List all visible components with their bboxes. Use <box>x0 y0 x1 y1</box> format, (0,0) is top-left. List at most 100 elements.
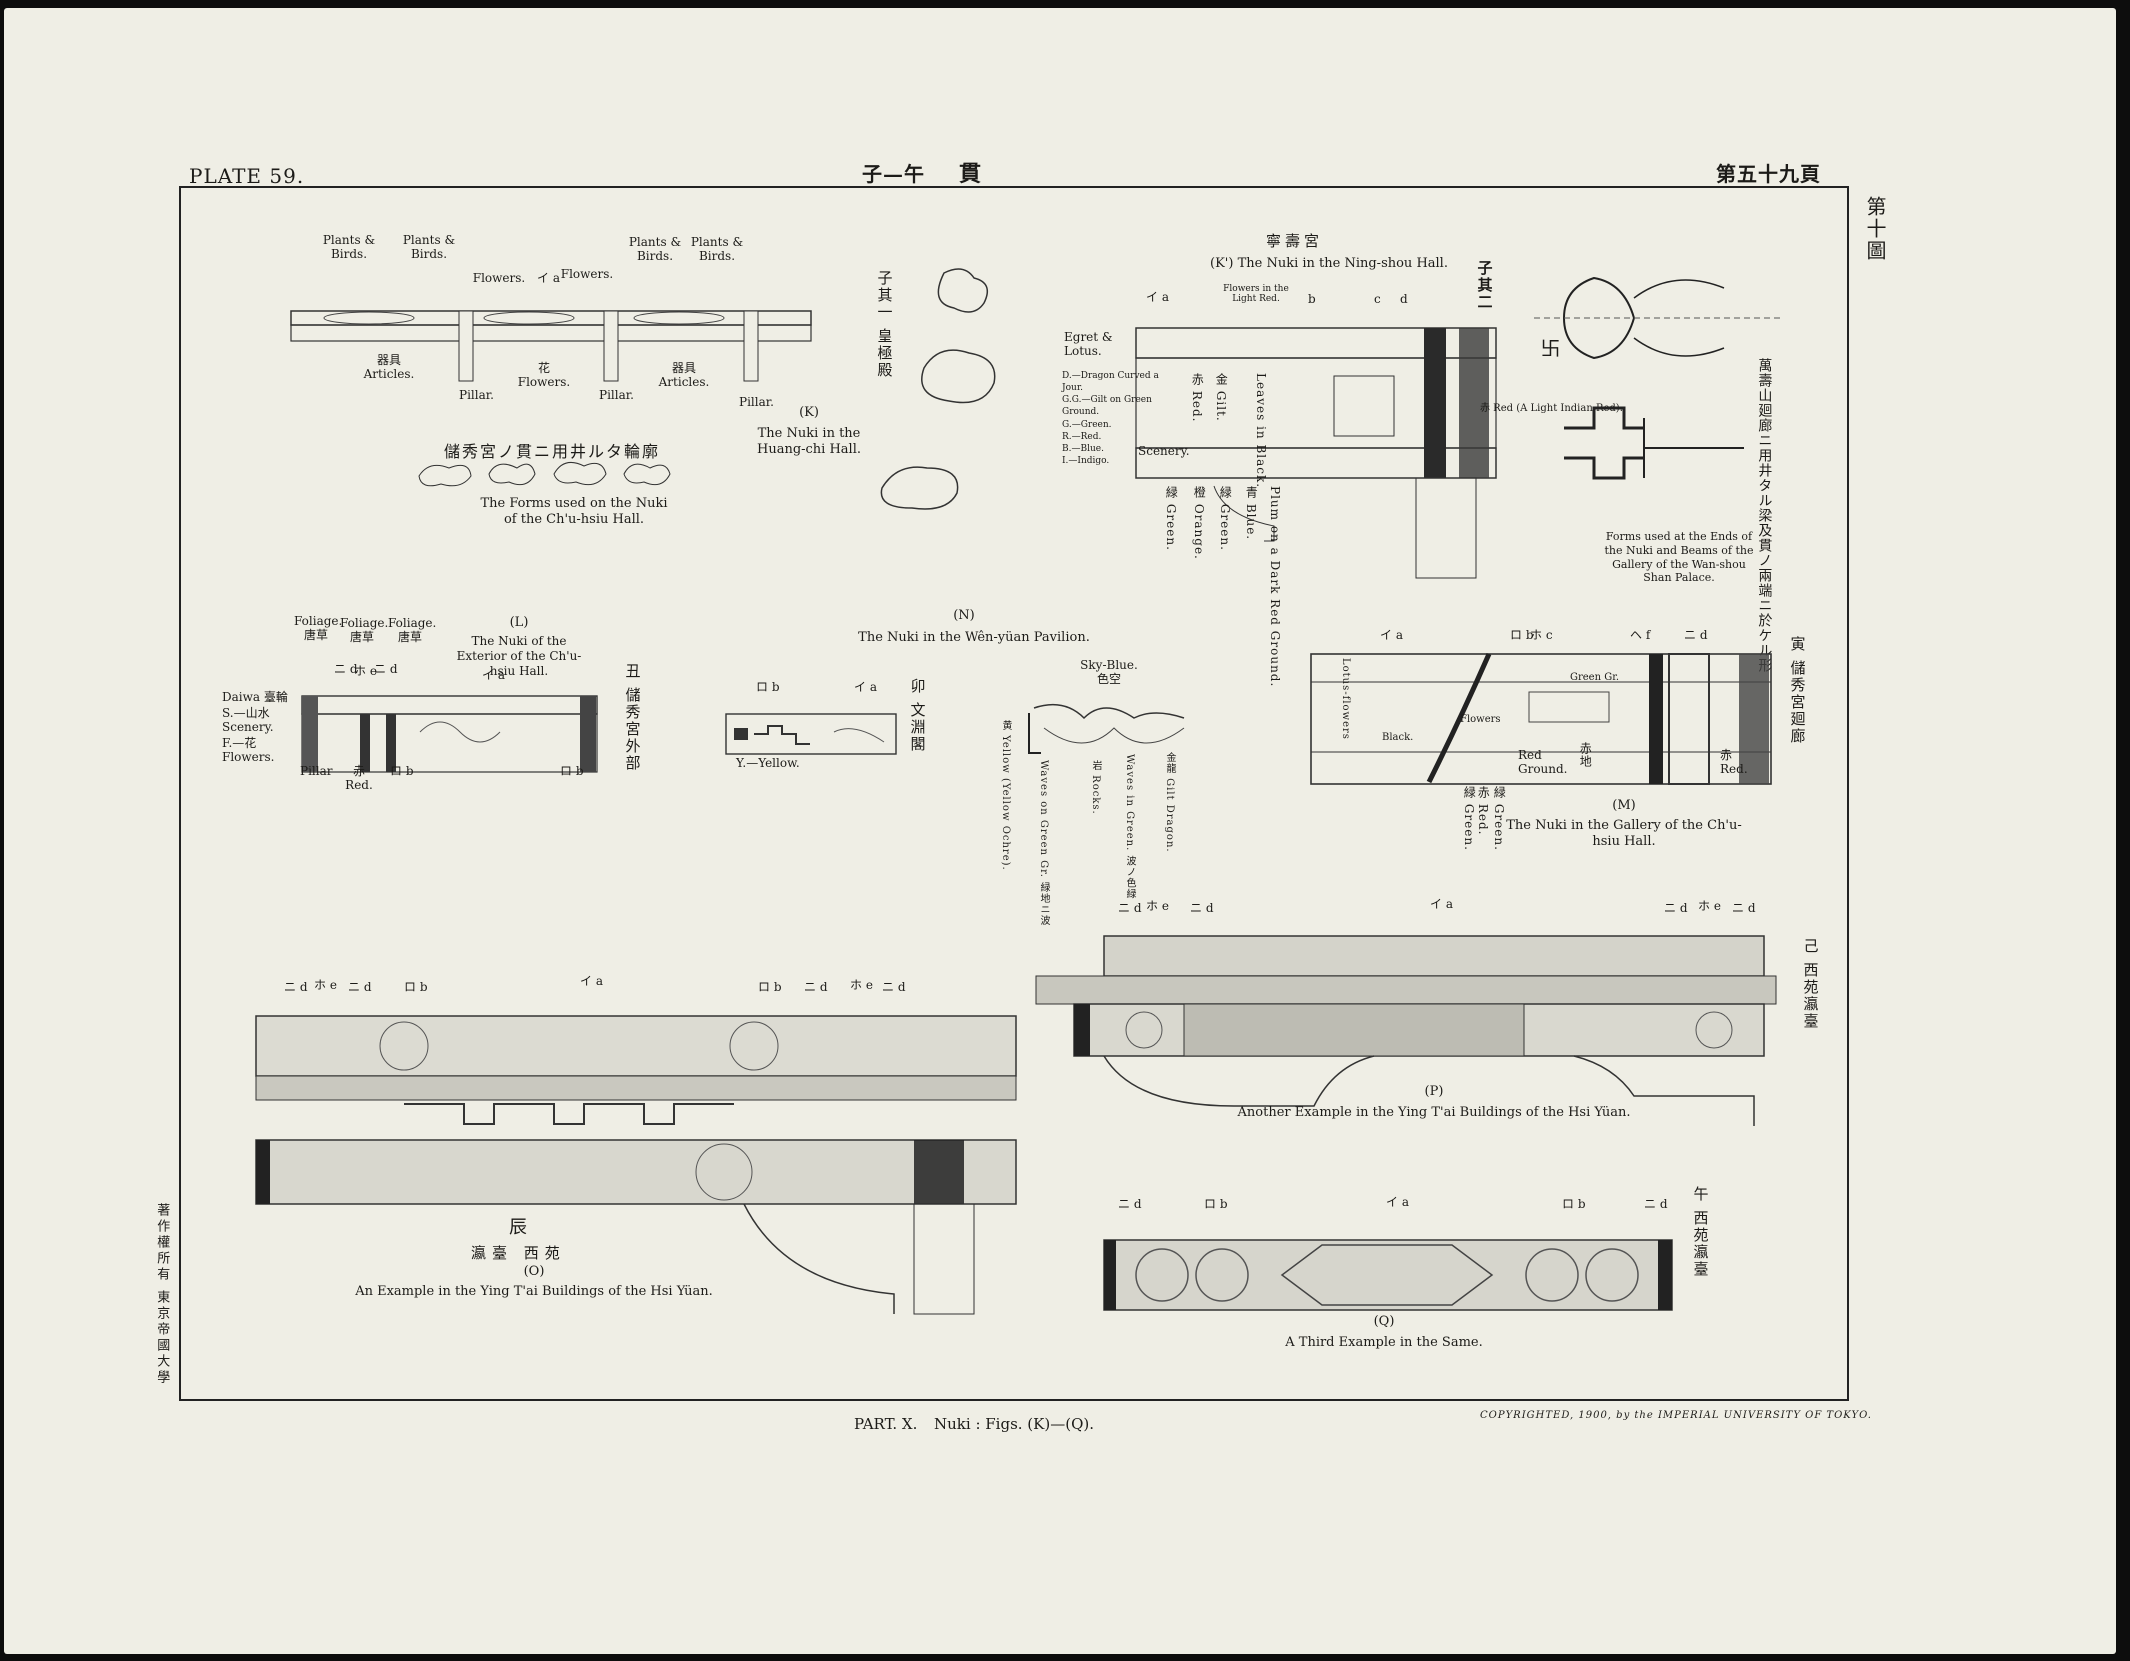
nuki-title-jp: 貫 <box>959 161 983 187</box>
fig-m-lotus: Lotus-flowers <box>1340 658 1351 740</box>
fig-m-beam-drawing <box>1310 652 1772 785</box>
fig-p-beam-drawing <box>1035 935 1777 1126</box>
fig-o-letter: (O) <box>523 1264 545 1279</box>
fig-wanshou-caption: Forms used at the Ends of the Nuki and B… <box>1604 530 1754 585</box>
fig-p-mark-2: ホ e <box>1146 899 1169 913</box>
fig-m-caption: The Nuki in the Gallery of the Ch'u-hsiu… <box>1506 818 1742 850</box>
label-articles-2: 器具 Articles. <box>658 361 710 390</box>
fig-n-mark-b: ロ b <box>756 680 780 694</box>
fig-o-mark-4: ロ b <box>404 980 428 994</box>
fig-p-mark-1: ニ d <box>1118 901 1142 915</box>
fig-p-side-jp: 己 西苑瀛臺 <box>1801 938 1820 1030</box>
fig-k2-blue: 青 Blue. <box>1244 486 1259 541</box>
fig-k2-green-1: 緑 Green. <box>1164 486 1179 551</box>
fig-o-mark-7: ニ d <box>804 980 828 994</box>
fig-k2-mark-a: イ a <box>1146 290 1169 304</box>
fig-m-red: 赤 Red. <box>1476 786 1491 836</box>
fig-m-red-ground: Red Ground. <box>1518 748 1568 777</box>
fig-k2-flowers-note: Flowers in the Light Red. <box>1223 284 1289 304</box>
fig-n-mark-a: イ a <box>854 680 877 694</box>
fig-k2-green-2: 緑 Green. <box>1218 486 1233 551</box>
fig-m-mark-c: ホ c <box>1530 628 1553 642</box>
fig-l-pillar: Pillar <box>300 764 333 778</box>
fig-q-marks: ニ d ロ b イ a ロ b ニ d <box>1104 1193 1684 1233</box>
label-plants-birds-1: Plants & Birds. <box>322 233 376 262</box>
figure-number-jp: 第十圖 <box>1863 196 1887 262</box>
fig-l-mark-a: イ a <box>482 668 505 682</box>
fig-m-mark-f: ヘ f <box>1630 628 1651 642</box>
label-plants-birds-3: Plants & Birds. <box>628 235 682 264</box>
plate-number: PLATE 59. <box>189 164 305 188</box>
fig-p-mark-5: ニ d <box>1664 901 1688 915</box>
fig-n-waves-green: Waves in Green. 波ノ色緑 <box>1124 754 1135 900</box>
forms-caption: The Forms used on the Nuki of the Ch'u-h… <box>480 496 668 528</box>
page-number-jp: 第五十九頁 <box>1716 162 1821 186</box>
plate-sheet: PLATE 59. 貫 子—午 第五十九頁 第十圖 Plants & Birds… <box>4 8 2116 1654</box>
fig-p-marks: ニ d ホ e ニ d イ a ニ d ホ e ニ d <box>1104 893 1784 933</box>
fig-k2-caption: (K') The Nuki in the Ning-shou Hall. <box>1210 256 1448 271</box>
fig-n-gilt-dragon: 金龍 Gilt Dragon. <box>1164 752 1175 853</box>
fig-n-beam-drawing <box>725 713 897 755</box>
fig-m-mark-a: イ a <box>1380 628 1403 642</box>
label-plants-birds-2: Plants & Birds. <box>402 233 456 262</box>
fig-o-mark-2: ホ e <box>314 978 337 992</box>
copyright-side-jp: 著作權所有 東京帝國大學 <box>154 1203 170 1387</box>
fig-p-mark-4: イ a <box>1430 897 1453 911</box>
beam-drawing-top-left <box>290 310 812 382</box>
fig-q-side-jp: 午 西苑瀛臺 <box>1691 1186 1710 1278</box>
footer-title: Nuki : Figs. (K)—(Q). <box>934 1415 1094 1433</box>
fig-k2-plum-note: Plum on a Dark Red Ground. <box>1268 486 1283 688</box>
fig-q-beam-drawing <box>1103 1239 1673 1311</box>
fig-l-flowers: F.—花 Flowers. <box>222 736 275 765</box>
label-plants-birds-4: Plants & Birds. <box>690 235 744 264</box>
fig-wanshou-end-forms <box>1534 276 1784 480</box>
fig-p-mark-6: ホ e <box>1698 899 1721 913</box>
fig-k2-side-jp: 子其二 <box>1475 260 1494 311</box>
fig-k2-legend: D.—Dragon Curved a Jour. G.G.—Gilt on Gr… <box>1062 370 1182 467</box>
label-flowers-3: 花 Flowers. <box>517 361 571 390</box>
fig-o-mark-3: ニ d <box>348 980 372 994</box>
fig-m-green-2: 緑 Green. <box>1492 786 1507 851</box>
fig-n-yellow-ochre: 黄 Yellow (Yellow Ochre). <box>1000 720 1011 871</box>
fig-m-mark-d: ニ d <box>1684 628 1708 642</box>
fig-n-detail-drawing <box>1028 703 1185 754</box>
fig-p-mark-7: ニ d <box>1732 901 1756 915</box>
fig-q-mark-4: ロ b <box>1562 1197 1586 1211</box>
fig-m-flowers: Flowers <box>1460 714 1501 725</box>
fig-k2-beam-drawing <box>1135 327 1497 579</box>
fig-l-letter: (L) <box>509 615 529 630</box>
fig-m-black: Black. <box>1382 732 1414 743</box>
fig-k2-scenery: Scenery. <box>1138 444 1190 458</box>
fig-l-mark-d2: ニ d <box>374 662 398 676</box>
fig-q-letter: (Q) <box>1373 1314 1395 1329</box>
fig-n-waves-green-gr: Waves on Green Gr. 緑地ニ波 <box>1038 760 1049 927</box>
fig-l-scenery: S.—山水 Scenery. <box>222 706 274 735</box>
fig-k2-title-jp: 寧壽宮 <box>1266 232 1324 250</box>
fig-l-beam-drawing <box>301 695 598 773</box>
fig-o-mark-1: ニ d <box>284 980 308 994</box>
label-pillar-1: Pillar. <box>459 388 494 402</box>
fig-m-green-1: 緑 Green. <box>1462 786 1477 851</box>
fig-n-rocks: 岩 Rocks. <box>1090 760 1101 815</box>
label-pillar-3: Pillar. <box>739 395 774 409</box>
fig-o-title-jp: 瀛臺 西苑 <box>471 1244 566 1262</box>
plate-frame <box>179 186 1849 1401</box>
footer-part: PART. X. <box>854 1415 918 1433</box>
fig-m-side-jp: 寅 儲秀宮廻廊 <box>1788 636 1807 745</box>
fig-k2-egret-label: Egret & Lotus. <box>1064 330 1113 359</box>
label-a-mark: イ a <box>537 271 560 285</box>
fig-o-caption: An Example in the Ying T'ai Buildings of… <box>355 1284 713 1299</box>
fig-l-foliage-3: Foliage. 唐草 <box>388 616 437 645</box>
fig-k-side-jp: 子其一 皇極殿 <box>875 270 894 379</box>
forms-title-jp: 儲秀宮ノ貫ニ用井ルタ輪廓 <box>444 442 661 461</box>
fig-l-mark-d1: ニ d <box>334 662 358 676</box>
fig-m-red-ground-jp: 赤地 <box>1578 742 1593 768</box>
fig-wanshou-side-jp: 萬壽山廻廊ニ用井タル梁及貫ノ兩端ニ於ケル形 <box>1756 358 1773 673</box>
fig-q-mark-2: ロ b <box>1204 1197 1228 1211</box>
fig-l-b1: ロ b <box>390 764 414 778</box>
fig-n-letter: (N) <box>953 608 975 623</box>
fig-k2-mark-d: d <box>1400 292 1408 306</box>
fig-k2-orange: 橙 Orange. <box>1192 486 1207 560</box>
fig-p-letter: (P) <box>1424 1084 1444 1099</box>
legend-green: G.—Green. <box>1062 419 1112 430</box>
